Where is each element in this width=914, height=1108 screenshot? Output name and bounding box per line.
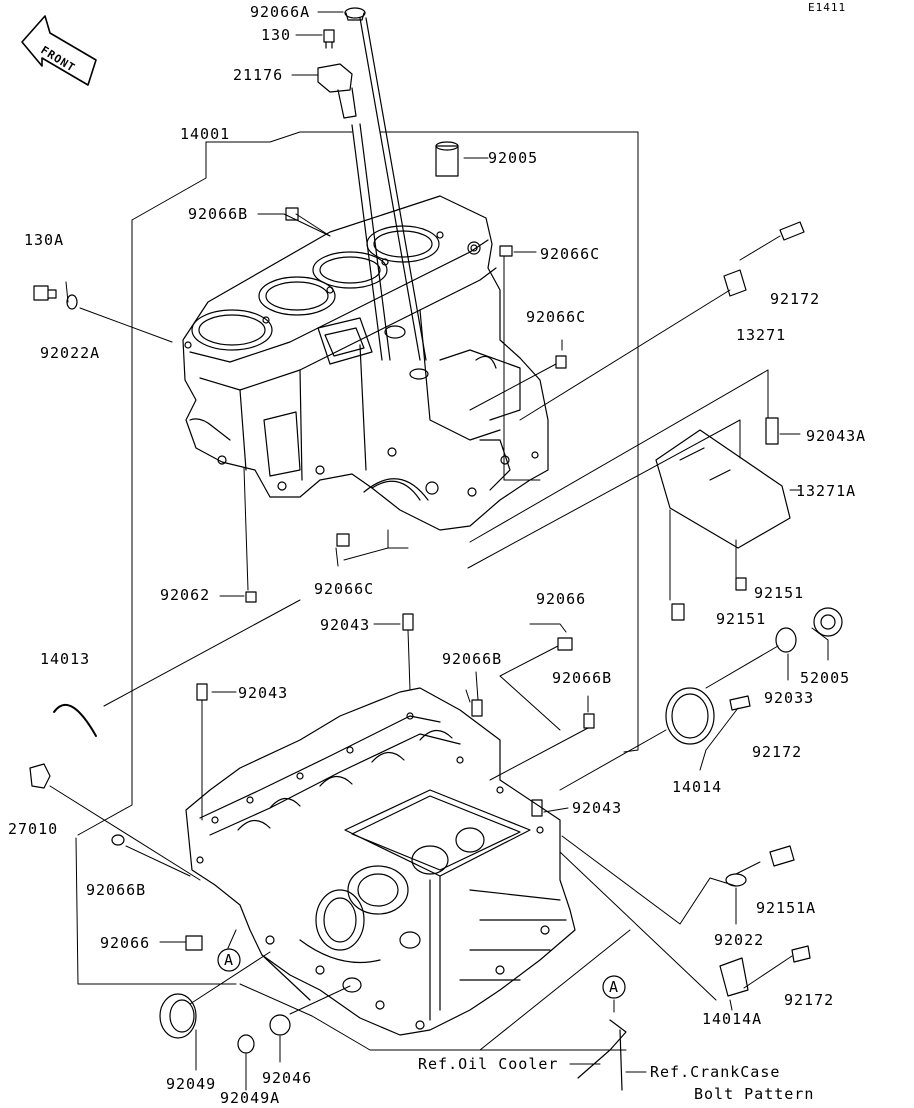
- part-number-label: 92043: [238, 684, 288, 702]
- part-number-label: 92151: [716, 610, 766, 628]
- leader-lines: [49, 11, 829, 1091]
- part-number-label: 14001: [180, 125, 230, 143]
- part-number-label: 92066C: [526, 308, 586, 326]
- part-number-label: 52005: [800, 669, 850, 687]
- diagram-code: E1411: [808, 1, 846, 14]
- part-number-label: 92066B: [442, 650, 502, 668]
- part-number-label: 92062: [160, 586, 210, 604]
- part-number-label: 92066: [536, 590, 586, 608]
- part-number-label: 92043: [572, 799, 622, 817]
- part-number-label: 92022: [714, 931, 764, 949]
- part-number-label: 14013: [40, 650, 90, 668]
- part-shapes: [29, 7, 843, 1091]
- part-number-label: 13271: [736, 326, 786, 344]
- part-number-label: 92043A: [806, 427, 866, 445]
- part-number-label: 92049: [166, 1075, 216, 1093]
- part-number-label: 13271A: [796, 482, 856, 500]
- part-number-label: 92066C: [540, 245, 600, 263]
- part-number-labels: 92066A13021176140019200592066B130A92022A…: [8, 3, 866, 1107]
- part-number-label: 92066: [100, 934, 150, 952]
- part-number-label: 92172: [784, 991, 834, 1009]
- part-number-label: 92066B: [552, 669, 612, 687]
- part-number-label: 92066C: [314, 580, 374, 598]
- callout-a-circle-1: [217, 948, 241, 972]
- part-number-label: 92033: [764, 689, 814, 707]
- ref-crankcase: Ref.CrankCase: [650, 1063, 780, 1081]
- part-number-label: 92022A: [40, 344, 100, 362]
- part-number-label: 92151: [754, 584, 804, 602]
- part-number-label: 14014A: [702, 1010, 762, 1028]
- part-number-label: 130A: [24, 231, 64, 249]
- ref-oil-cooler: Ref.Oil Cooler: [418, 1055, 558, 1073]
- part-number-label: 92066A: [250, 3, 310, 21]
- part-number-label: 92005: [488, 149, 538, 167]
- part-number-label: 92049A: [220, 1089, 280, 1103]
- part-number-label: 92151A: [756, 899, 816, 917]
- upper-crankcase-outline: [182, 195, 549, 531]
- part-number-label: 14014: [672, 778, 722, 796]
- part-number-label: 130: [261, 26, 291, 44]
- part-number-label: 92046: [262, 1069, 312, 1087]
- part-number-label: 92066B: [188, 205, 248, 223]
- part-number-label: 27010: [8, 820, 58, 838]
- callout-a-label: A: [224, 951, 234, 969]
- part-number-label: 92066B: [86, 881, 146, 899]
- part-number-label: 92172: [770, 290, 820, 308]
- part-number-label: 92043: [320, 616, 370, 634]
- part-number-label: 21176: [233, 66, 283, 84]
- ref-bolt-pattern: Bolt Pattern: [694, 1085, 814, 1103]
- lower-crankcase-outline: [185, 687, 576, 1036]
- front-arrow-icon: [21, 15, 97, 86]
- part-number-label: 92172: [752, 743, 802, 761]
- callout-a-circle-2: [602, 975, 626, 999]
- callout-a-label: A: [609, 978, 619, 996]
